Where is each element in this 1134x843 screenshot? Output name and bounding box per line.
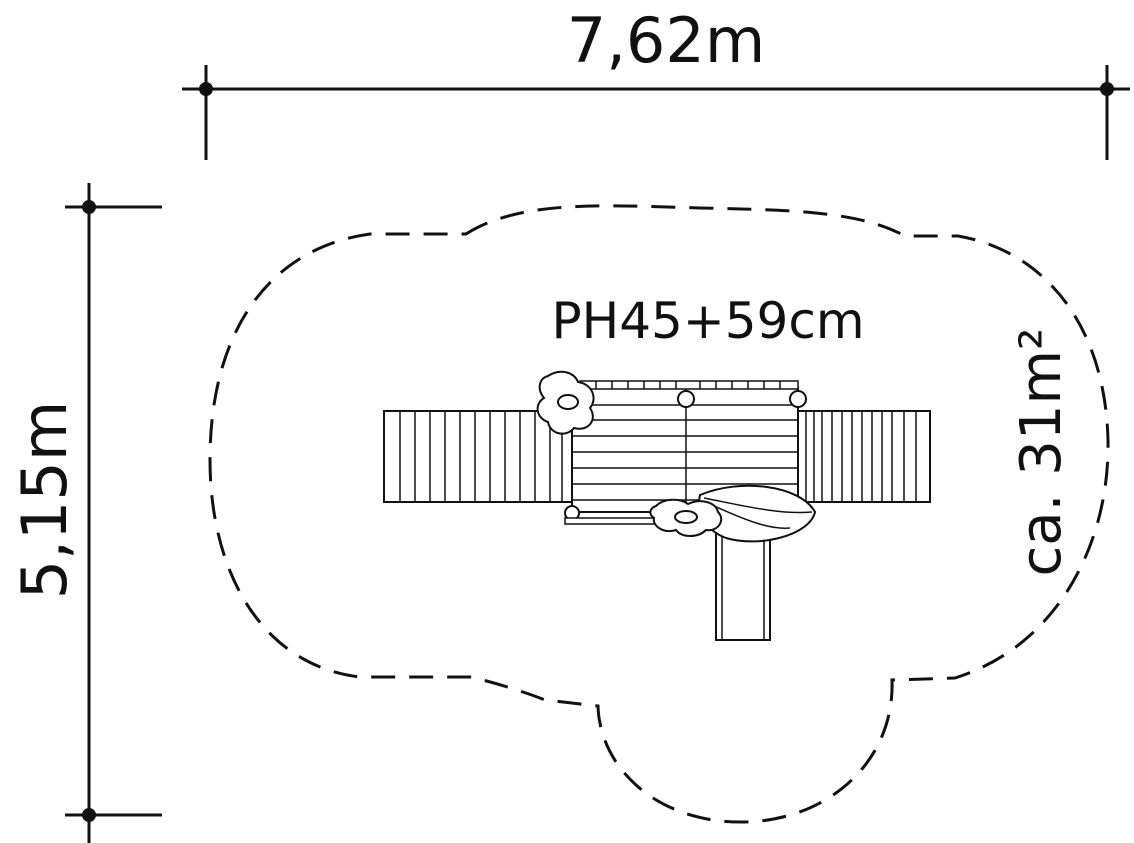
width-tick-left (199, 82, 213, 96)
depth-tick-top (82, 200, 96, 214)
right-ramp (797, 410, 931, 503)
depth-label: 5,15m (8, 401, 81, 599)
width-tick-right (1100, 82, 1114, 96)
central-platform (564, 380, 807, 525)
flower-top-left (536, 370, 595, 435)
depth-tick-bottom (82, 808, 96, 822)
left-ramp (383, 410, 573, 503)
safety-area-label: ca. 31m² (1009, 328, 1074, 577)
depth-dimension (65, 183, 162, 843)
leaf-roof (698, 484, 817, 543)
flower-bottom (649, 498, 723, 537)
slide (715, 527, 771, 641)
post-top-center (677, 390, 695, 408)
platform-railing (579, 380, 799, 390)
platform-bottom-rail (564, 517, 656, 525)
width-label: 7,62m (567, 4, 765, 77)
post-top-right (789, 390, 807, 408)
width-dimension (182, 65, 1130, 160)
platform-height-label: PH45+59cm (551, 292, 864, 350)
safety-area-outline (208, 204, 1110, 824)
play-equipment (383, 370, 931, 641)
